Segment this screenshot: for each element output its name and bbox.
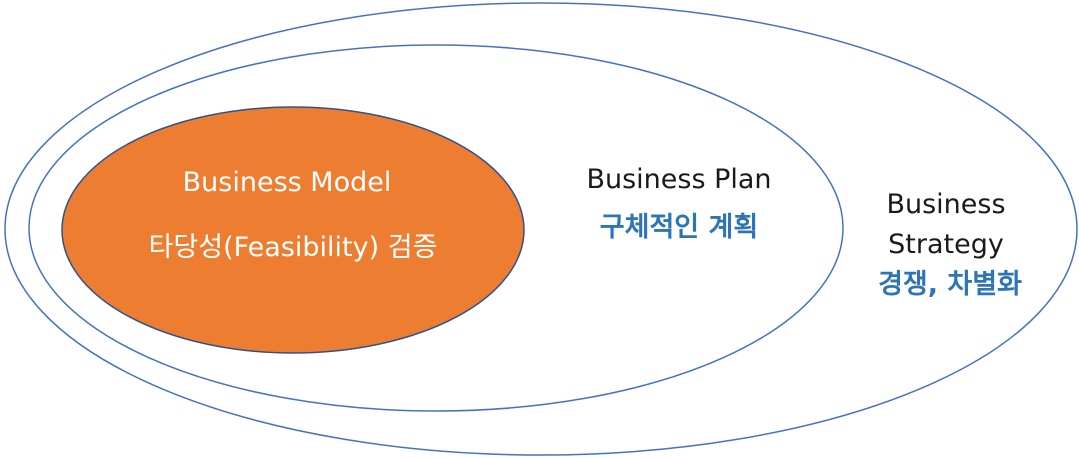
model-title: Business Model [183,167,392,198]
strategy-subtitle: 경쟁, 차별화 [878,269,1022,300]
model-subtitle: 타당성(Feasibility) 검증 [149,232,438,263]
model-ellipse [61,106,525,354]
strategy-title-line1: Business [886,189,1005,220]
strategy-title-line2: Strategy [888,229,1004,260]
plan-title: Business Plan [586,164,771,195]
plan-subtitle: 구체적인 계획 [600,212,758,243]
